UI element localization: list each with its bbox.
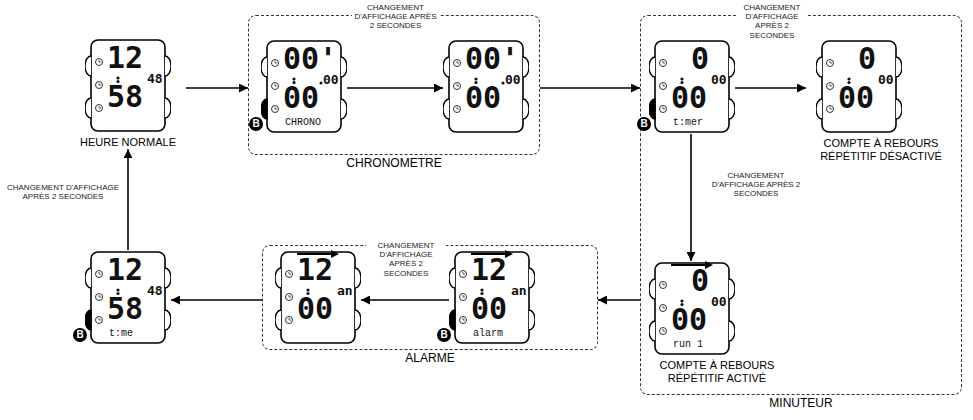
screen-body: 12 00 an: [275, 250, 361, 345]
lcd-label: t:mer: [673, 118, 703, 128]
button-callout: B: [249, 117, 263, 131]
lcd-digits: 00: [505, 73, 521, 86]
edge-label: CHANGEMENT D'AFFICHAGE APRÈS 2 SECONDES: [700, 170, 812, 200]
mode-arrow: [361, 299, 449, 301]
lcd-digits: 12: [471, 255, 507, 285]
lcd-digits: 00: [283, 83, 319, 113]
screen-body: 12 58 48: [85, 38, 171, 133]
watch-screen: 00000COMPTE À REBOURS RÉPÉTITIF DÉSACTIV…: [806, 39, 956, 163]
mode-arrow: [540, 87, 640, 89]
watch-screen: 12 00 an alarm: [449, 250, 535, 345]
screen-body: 00000: [816, 39, 902, 134]
button-callout: B: [73, 328, 87, 342]
lcd-digits: 00: [878, 73, 894, 86]
lcd-digits: 12: [107, 255, 143, 285]
screen-body: 12 58 48 t:me: [85, 250, 171, 345]
mode-arrow: [690, 134, 692, 261]
watch-screen: 12 58 48HEURE NORMALE: [70, 38, 186, 149]
lcd-digits: 00: [323, 73, 339, 86]
lcd-label: CHRONO: [285, 118, 321, 128]
screen-body: 00'0000CHRONO: [261, 39, 347, 134]
screen-caption: HEURE NORMALE: [70, 136, 186, 149]
watch-screen: 00000t:mer: [649, 39, 735, 134]
screen-body: 00'0000: [443, 39, 529, 134]
watch-screen: 12 00 an: [275, 250, 361, 345]
lcd-digits: 00: [711, 73, 727, 86]
mode-arrow: [171, 299, 262, 301]
lcd-digits: 00: [711, 295, 727, 308]
lcd-digits: 00: [671, 305, 707, 335]
edge-label: CHANGEMENT D'AFFICHAGE APRÈS 2 SECONDES: [366, 240, 446, 279]
mode-arrow: [186, 87, 248, 89]
lcd-digits: 58: [107, 294, 143, 324]
screen-body: 00000run 1: [649, 261, 735, 356]
lcd-digits: 00: [671, 83, 707, 113]
screen-caption: COMPTE À REBOURS RÉPÉTITIF ACTIVÉ: [643, 359, 791, 385]
button-callout: B: [437, 328, 451, 342]
lcd-digits: 00: [297, 294, 333, 324]
lcd-digits: 00: [471, 294, 507, 324]
group-caption: CHRONOMETRE: [249, 157, 539, 170]
lcd-digits: 00: [465, 83, 501, 113]
edge-label: CHANGEMENT D'AFFICHAGE APRÈS 2 SECONDES: [352, 2, 439, 32]
screen-body: 12 00 an alarm: [449, 250, 535, 345]
lcd-digits: 12: [297, 255, 333, 285]
lcd-digits: 58: [107, 82, 143, 112]
watch-screen: 00'0000CHRONO: [261, 39, 347, 134]
lcd-digits: 0: [858, 44, 876, 74]
watch-screen: 00'0000: [443, 39, 529, 134]
edge-label: CHANGEMENT D'AFFICHAGE APRÈS 2 SECONDES: [3, 182, 123, 202]
lcd-label: alarm: [473, 329, 503, 339]
mode-group: CHRONOMETRE00'0000CHRONO00'0000: [248, 15, 540, 155]
group-caption: MINUTEUR: [641, 397, 961, 410]
mode-group: MINUTEUR00000t:mer00000COMPTE À REBOURS …: [640, 15, 962, 395]
watch-screen: 00000run 1COMPTE À REBOURS RÉPÉTITIF ACT…: [643, 261, 791, 385]
button-callout: B: [637, 117, 651, 131]
mode-arrow: [347, 87, 443, 89]
lcd-digits: 48: [147, 284, 163, 297]
group-caption: ALARME: [263, 352, 597, 365]
lcd-label: t:me: [109, 329, 133, 339]
lcd-digits: 00': [283, 44, 337, 74]
lcd-digits: an: [511, 284, 527, 297]
edge-label: CHANGEMENT D'AFFICHAGE APRÈS 2 SECONDES: [738, 2, 806, 41]
lcd-digits: 00: [838, 83, 874, 113]
mode-arrow: [735, 87, 806, 89]
screen-caption: COMPTE À REBOURS RÉPÉTITIF DÉSACTIVÉ: [806, 137, 956, 163]
mode-arrow: [127, 149, 129, 250]
watch-screen: 12 58 48 t:me: [85, 250, 171, 345]
screen-body: 00000t:mer: [649, 39, 735, 134]
lcd-label: run 1: [673, 340, 703, 350]
lcd-digits: 0: [691, 266, 709, 296]
lcd-digits: an: [337, 284, 353, 297]
lcd-digits: 12: [107, 43, 143, 73]
mode-arrow: [598, 299, 640, 301]
lcd-digits: 0: [691, 44, 709, 74]
lcd-digits: 48: [147, 72, 163, 85]
lcd-digits: 00': [465, 44, 519, 74]
